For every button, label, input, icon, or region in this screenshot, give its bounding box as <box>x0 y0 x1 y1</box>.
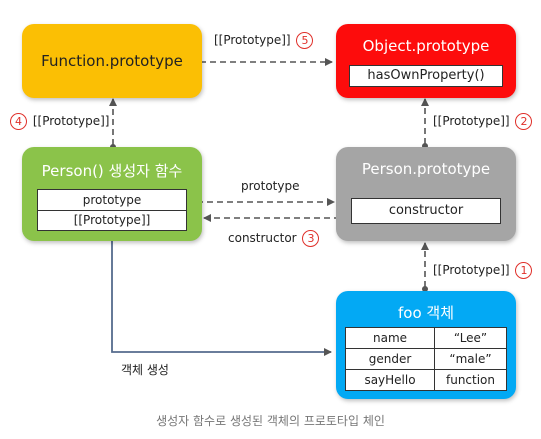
edge-label-prototype: prototype <box>241 179 299 193</box>
edge-label-3-text: constructor <box>228 231 297 245</box>
edge-label-1: [[Prototype]] 1 <box>433 262 534 279</box>
edge-foo-to-personproto <box>421 242 429 292</box>
constructor-field: constructor <box>351 198 501 224</box>
edge-label-create: 객체 생성 <box>121 361 169 378</box>
edge-label-5-text: [[Prototype]] <box>214 33 291 47</box>
prop-prototype: prototype <box>38 190 186 211</box>
edge-label-2: [[Prototype]] 2 <box>433 113 534 130</box>
foo-value: “male” <box>434 348 507 370</box>
table-row: gender “male” <box>345 348 507 370</box>
prop-internal-prototype: [[Prototype]] <box>73 213 151 227</box>
edge-label-prototype-text: prototype <box>241 179 300 193</box>
foo-value: “Lee” <box>434 327 507 349</box>
step-4-badge: 4 <box>10 113 27 130</box>
foo-key: gender <box>345 348 435 370</box>
foo-key: sayHello <box>345 369 435 391</box>
person-constructor-box: Person() 생성자 함수 prototype [[Prototype]] <box>22 147 202 241</box>
edge-label-1-text: [[Prototype]] <box>433 263 510 277</box>
table-row: name “Lee” <box>345 327 507 349</box>
edge-label-4-text: [[Prototype]] <box>32 114 110 128</box>
edge-label-2-text: [[Prototype]] <box>433 114 510 128</box>
foo-object-title: foo 객체 <box>397 304 454 322</box>
edge-personproto-to-object <box>421 98 429 149</box>
person-prototype-box: Person.prototype constructor <box>336 147 516 241</box>
person-constructor-title: Person() 생성자 함수 <box>41 162 183 180</box>
step-1-badge: 1 <box>515 262 533 279</box>
has-own-property-field: hasOwnProperty() <box>349 65 503 87</box>
edge-constructor <box>203 214 355 222</box>
step-5-badge: 5 <box>296 32 314 49</box>
edge-create-object <box>111 241 332 356</box>
edge-person-to-function <box>109 98 117 150</box>
constructor-label: constructor <box>388 203 464 218</box>
edge-label-4: 4 [[Prototype]] <box>8 113 109 130</box>
person-constructor-props: prototype [[Prototype]] <box>37 189 187 231</box>
object-prototype-title: Object.prototype <box>362 37 490 55</box>
foo-key: name <box>345 327 435 349</box>
edge-label-5: [[Prototype]] 5 <box>214 32 315 49</box>
table-row: sayHello function <box>345 369 507 391</box>
foo-value: function <box>434 369 507 391</box>
figure-caption: 생성자 함수로 생성된 객체의 프로토타입 체인 <box>156 414 385 428</box>
foo-properties-table: name “Lee” gender “male” sayHello functi… <box>345 327 507 391</box>
edge-label-3: constructor 3 <box>228 230 321 247</box>
function-prototype-title: Function.prototype <box>41 52 183 70</box>
function-prototype-box: Function.prototype <box>22 24 202 98</box>
edge-function-to-object <box>195 58 333 66</box>
edge-label-create-text: 객체 생성 <box>121 363 169 377</box>
step-2-badge: 2 <box>515 113 533 130</box>
edge-prototype <box>182 198 335 206</box>
step-3-badge: 3 <box>302 230 320 247</box>
object-prototype-box: Object.prototype hasOwnProperty() <box>336 24 516 98</box>
person-prototype-title: Person.prototype <box>361 160 491 178</box>
foo-object-box: foo 객체 name “Lee” gender “male” sayHello… <box>336 291 516 399</box>
has-own-property-label: hasOwnProperty() <box>367 68 485 83</box>
